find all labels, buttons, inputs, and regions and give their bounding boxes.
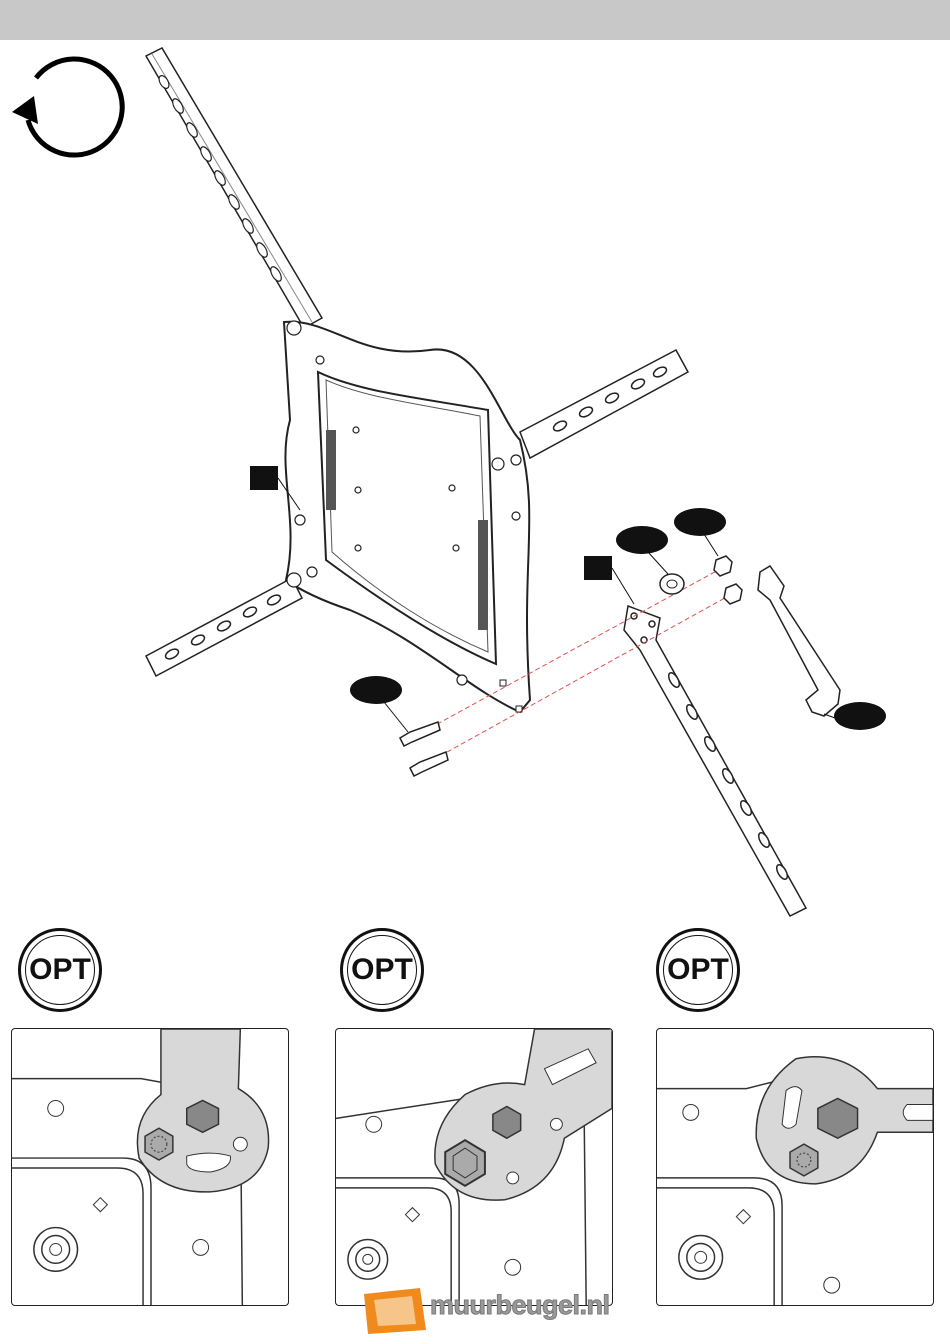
watermark-text: muurbeugel.nl <box>430 1290 610 1321</box>
opt-label: OPT <box>667 953 729 987</box>
opt-badge-2: OPT <box>340 928 424 1012</box>
wrench-icon <box>758 566 840 716</box>
tv-mounting-plate <box>284 321 530 712</box>
nut-icon <box>714 556 742 604</box>
option-panel-2 <box>335 1028 613 1306</box>
option-panel-3 <box>656 1028 934 1306</box>
opt-badge-3: OPT <box>656 928 740 1012</box>
washer-icon <box>660 574 684 594</box>
option-panel-1 <box>11 1028 289 1306</box>
header-bar <box>0 0 950 40</box>
opt-label: OPT <box>351 953 413 987</box>
opt-badge-1: OPT <box>18 928 102 1012</box>
watermark-logo-icon <box>360 1284 430 1336</box>
watermark: muurbeugel.nl <box>360 1284 600 1336</box>
rotate-cycle-icon <box>12 59 122 155</box>
mounting-arm-upper-right <box>520 350 688 458</box>
mounting-arm-lower-right <box>624 606 806 916</box>
assembly-diagram <box>0 40 950 920</box>
screw-icon <box>400 722 448 776</box>
mounting-arm-lower-left <box>146 578 302 676</box>
opt-label: OPT <box>29 953 91 987</box>
mounting-arm-upper-left <box>146 48 322 328</box>
